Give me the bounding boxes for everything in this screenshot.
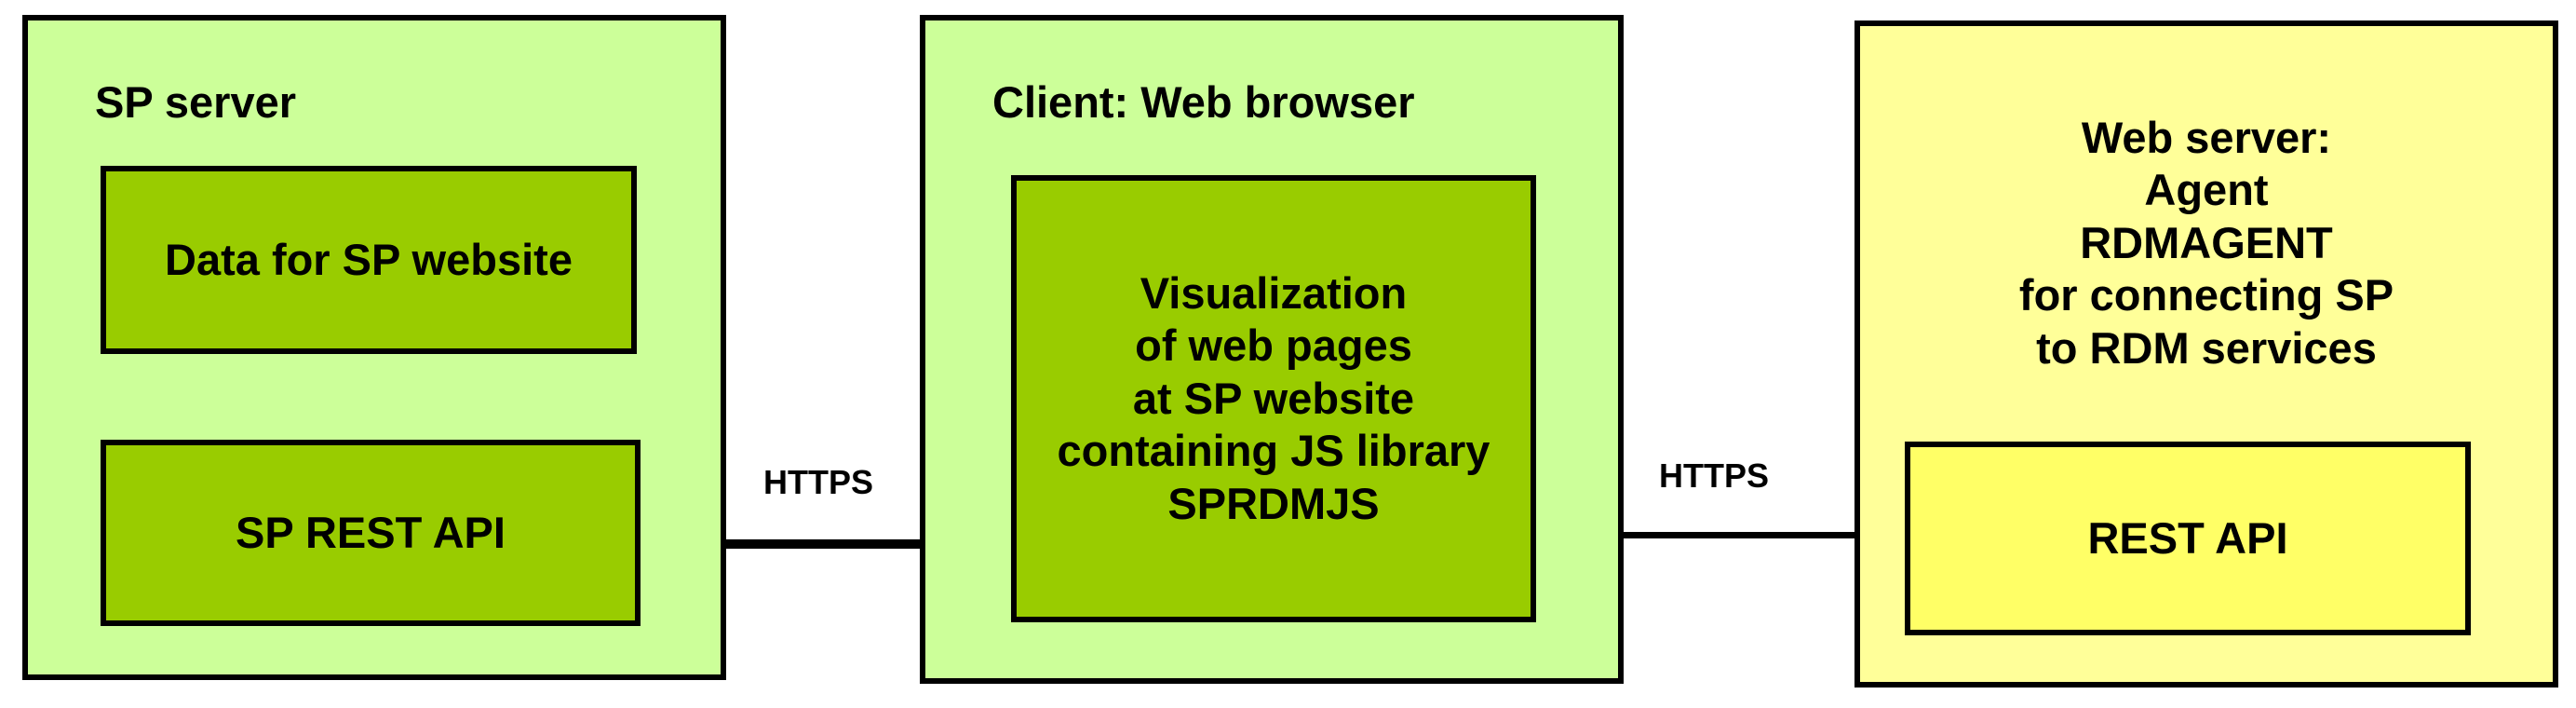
client-title: Client: Web browser	[992, 77, 1415, 127]
sp-rest-api-label: SP REST API	[236, 507, 506, 557]
web-server-title-line: Web server:	[2081, 113, 2332, 162]
viz-line: at SP website	[1132, 373, 1415, 423]
web-server-title: Web server: Agent RDMAGENT for connectin…	[1860, 112, 2553, 374]
sp-data-box: Data for SP website	[101, 166, 637, 354]
viz-line: Visualization	[1140, 268, 1408, 319]
web-server-title-line: for connecting SP	[2018, 270, 2394, 320]
viz-line: of web pages	[1135, 320, 1412, 371]
web-server-title-line: RDMAGENT	[2080, 217, 2333, 267]
web-server-title-line: to RDM services	[2036, 322, 2377, 373]
sp-rest-api-box: SP REST API	[101, 440, 641, 626]
viz-line: SPRDMJS	[1167, 478, 1380, 528]
https-connector-left	[641, 539, 1013, 549]
rest-api-label: REST API	[2087, 512, 2288, 563]
web-server-title-line: Agent	[2144, 165, 2269, 215]
sp-data-label: Data for SP website	[165, 234, 573, 284]
viz-line: containing JS library	[1057, 426, 1490, 476]
https-label-left: HTTPS	[763, 463, 874, 501]
sp-server-title: SP server	[95, 77, 297, 127]
visualization-label: Visualization of web pages at SP website…	[1017, 181, 1531, 617]
https-label-right: HTTPS	[1659, 456, 1770, 495]
visualization-box: Visualization of web pages at SP website…	[1011, 175, 1536, 622]
https-connector-right	[1532, 532, 1910, 538]
rest-api-box: REST API	[1905, 442, 2471, 635]
